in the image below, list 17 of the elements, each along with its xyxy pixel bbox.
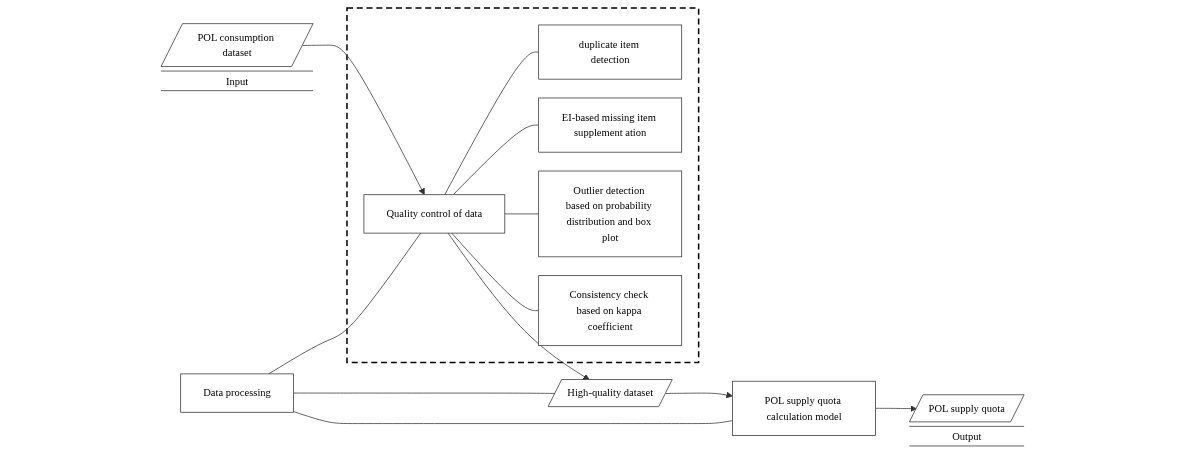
node-box: Consistency check based on kappa coefficient <box>538 275 683 347</box>
connector <box>453 124 540 196</box>
node-box: EI-based missing item supplement ation <box>538 97 683 153</box>
connector <box>293 411 734 424</box>
connector <box>268 232 422 375</box>
node-box: Outlier detection based on probability distribution and box plot <box>538 170 683 258</box>
node-box: Data processing <box>180 373 295 413</box>
node-box: Quality control of data <box>363 194 506 234</box>
node-box: POL supply quota calculation model <box>732 380 877 436</box>
connector <box>293 392 557 394</box>
node-box: duplicate item detection <box>538 24 683 80</box>
cluster <box>346 7 700 364</box>
connector <box>444 51 540 196</box>
io-caption: Input <box>226 75 249 87</box>
connector <box>504 213 540 215</box>
connector <box>451 232 540 312</box>
io-caption: Output <box>952 430 982 442</box>
